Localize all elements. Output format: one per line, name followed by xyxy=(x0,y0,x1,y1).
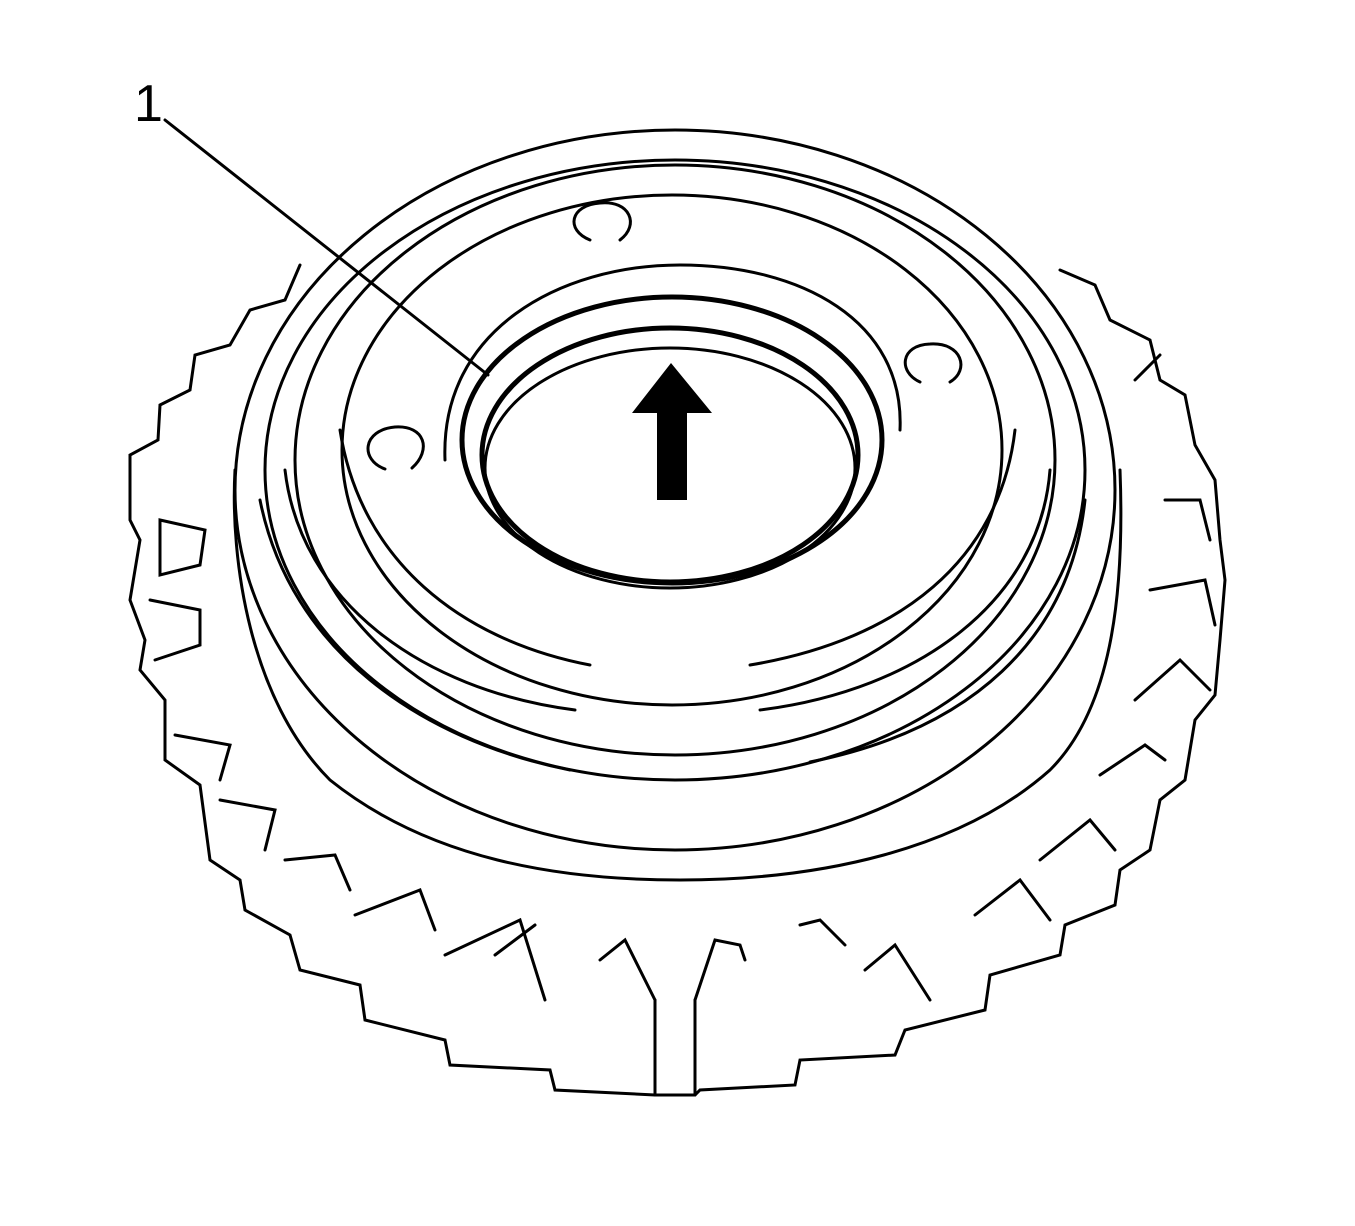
c-marks xyxy=(366,201,963,471)
hub-body xyxy=(232,128,1123,882)
callout-number-1: 1 xyxy=(134,75,163,133)
bore-rings xyxy=(443,263,902,590)
gear-teeth xyxy=(128,263,1227,1097)
up-arrow-icon xyxy=(632,363,712,500)
callout-leader-line xyxy=(163,118,490,377)
